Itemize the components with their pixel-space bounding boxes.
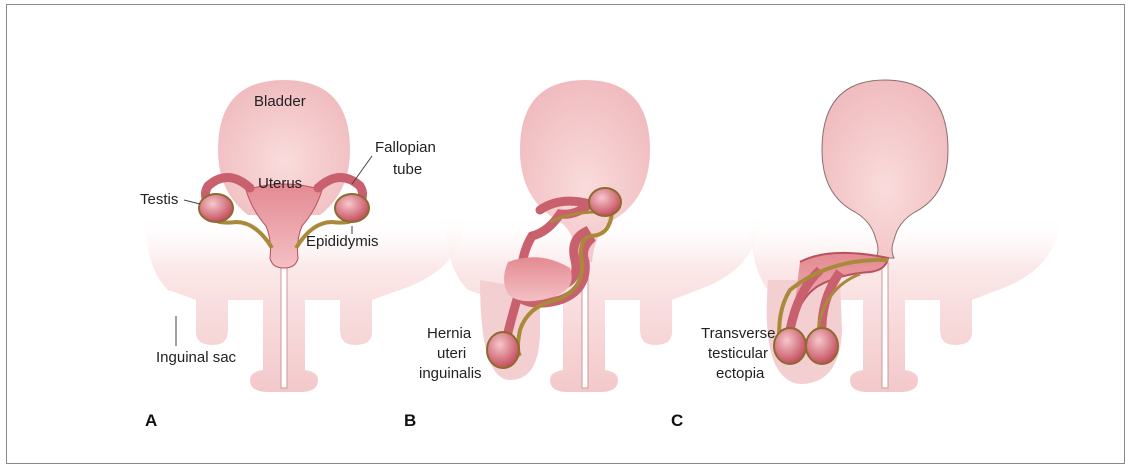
- label-uterus: Uterus: [258, 175, 302, 192]
- panel-letter-c: C: [671, 411, 683, 430]
- panel-letter-a: A: [145, 411, 157, 430]
- label-tte-1: Transverse: [701, 325, 775, 342]
- label-epididymis: Epididymis: [306, 233, 379, 250]
- label-hernia-1: Hernia: [427, 325, 472, 342]
- panel-b: Hernia uteri inguinalis B: [404, 80, 760, 430]
- midline-c: [882, 262, 888, 388]
- testis-right-a: [335, 194, 369, 222]
- label-hernia-2: uteri: [437, 345, 466, 362]
- testis-top-b: [589, 188, 621, 216]
- label-tte-3: ectopia: [716, 365, 765, 382]
- panel-letter-b: B: [404, 411, 416, 430]
- label-tte-2: testicular: [708, 345, 768, 362]
- label-inguinal-sac: Inguinal sac: [156, 349, 237, 366]
- midline-a: [281, 262, 287, 388]
- panel-a: Bladder Fallopian tube Uterus Testis Epi…: [140, 80, 465, 430]
- label-testis: Testis: [140, 191, 178, 208]
- testis-c-right: [806, 328, 838, 364]
- label-bladder: Bladder: [254, 93, 306, 110]
- label-fallopian-1: Fallopian: [375, 139, 436, 156]
- label-hernia-3: inguinalis: [419, 365, 482, 382]
- testis-left-a: [199, 194, 233, 222]
- leader-fallopian: [352, 156, 372, 184]
- testis-c-left: [774, 328, 806, 364]
- testis-bottom-b: [487, 332, 519, 368]
- leader-testis: [184, 200, 200, 204]
- label-fallopian-2: tube: [393, 161, 422, 178]
